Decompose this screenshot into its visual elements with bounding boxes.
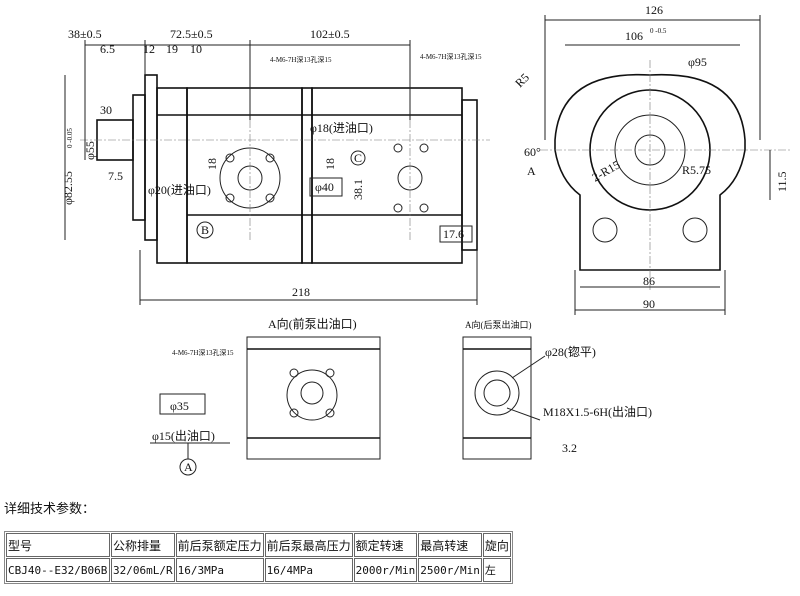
inlet-18-label: φ18(进油口) — [310, 121, 373, 135]
pump-technical-drawing: 38±0.5 72.5±0.5 102±0.5 6.5 12 19 10 4-M… — [61, 3, 790, 476]
datum-c: C — [354, 151, 362, 165]
dim-19: 19 — [166, 42, 178, 56]
thread-note-1: 4-M6-7H深13孔深15 — [270, 55, 332, 64]
cell-model: CBJ40--E32/B06B — [6, 558, 110, 582]
dim-60-deg: 60° — [524, 145, 541, 159]
header-rotation: 旋向 — [482, 533, 511, 557]
cell-displacement: 32/06mL/R — [111, 558, 175, 582]
dim-10: 10 — [190, 42, 202, 56]
dim-7-5: 7.5 — [108, 169, 123, 183]
dim-106: 106 — [625, 29, 643, 43]
thread-note-2: 4-M6-7H深13孔深15 — [420, 52, 482, 61]
dim-30: 30 — [100, 103, 112, 117]
inlet-20-label: φ20(进油口) — [148, 183, 211, 197]
dim-82-55: φ82.55 — [61, 171, 75, 205]
dim-40: φ40 — [315, 180, 334, 194]
table-header-row: 型号 公称排量 前后泵额定压力 前后泵最高压力 额定转速 最高转速 旋向 — [6, 533, 511, 557]
header-max-pressure: 前后泵最高压力 — [264, 533, 353, 557]
a-view-rear-title: A向(后泵出油口) — [465, 319, 532, 330]
header-max-speed: 最高转速 — [418, 533, 482, 557]
cell-rotation: 左 — [482, 558, 511, 582]
dim-86: 86 — [643, 274, 655, 288]
thread-note-3: 4-M6-7H深13孔深15 — [172, 348, 234, 357]
header-displacement: 公称排量 — [111, 533, 175, 557]
header-model: 型号 — [6, 533, 110, 557]
dim-18a: 18 — [205, 158, 219, 170]
dim-218: 218 — [292, 285, 310, 299]
a-view-rear-pump — [462, 336, 546, 460]
dim-106-tolerance: 0 -0.5 — [650, 27, 667, 35]
table-row: CBJ40--E32/B06B 32/06mL/R 16/3MPa 16/4MP… — [6, 558, 511, 582]
dim-2-r15: 2-R15 — [590, 157, 623, 184]
dim-126: 126 — [645, 3, 663, 17]
dim-102: 102±0.5 — [310, 27, 350, 41]
cell-max-speed: 2500r/Min — [418, 558, 482, 582]
dim-35: φ35 — [170, 399, 189, 413]
outlet-15-label: φ15(出油口) — [152, 429, 215, 443]
a-view-front-title: A向(前泵出油口) — [268, 316, 357, 331]
front-view — [540, 15, 790, 315]
cell-max-pressure: 16/4MPa — [264, 558, 353, 582]
datum-b: B — [201, 223, 209, 237]
dim-82-55-tolerance: 0 -0.05 — [66, 128, 74, 148]
label-a-bottom: A — [184, 460, 193, 474]
dim-72-5: 72.5±0.5 — [170, 27, 213, 41]
a-view-front-pump — [150, 336, 381, 476]
dim-55: φ55 — [83, 141, 97, 160]
outlet-m18-label: M18X1.5-6H(出油口) — [543, 405, 652, 419]
dim-95: φ95 — [688, 55, 707, 69]
dim-38-1: 38.1 — [351, 179, 365, 200]
header-rated-speed: 额定转速 — [353, 533, 418, 557]
dim-28: φ28(锪平) — [545, 344, 596, 359]
dim-90: 90 — [643, 297, 655, 311]
dim-r5: R5 — [512, 70, 532, 90]
roughness-3-2: 3.2 — [562, 441, 577, 455]
dim-38: 38±0.5 — [68, 27, 102, 41]
cell-rated-pressure: 16/3MPa — [175, 558, 264, 582]
side-view — [64, 40, 490, 305]
cell-rated-speed: 2000r/Min — [353, 558, 418, 582]
dim-11-5: 11.5 — [775, 171, 789, 192]
dim-18b: 18 — [323, 158, 337, 170]
dim-6-5: 6.5 — [100, 42, 115, 56]
dim-12: 12 — [143, 42, 155, 56]
specs-title: 详细技术参数： — [4, 502, 96, 517]
specs-table: 型号 公称排量 前后泵额定压力 前后泵最高压力 额定转速 最高转速 旋向 CBJ… — [4, 531, 513, 584]
label-a-right: A — [527, 164, 536, 178]
dim-r5-75: R5.75 — [682, 163, 711, 177]
dim-17-6: 17.6 — [443, 227, 464, 241]
header-rated-pressure: 前后泵额定压力 — [175, 533, 264, 557]
